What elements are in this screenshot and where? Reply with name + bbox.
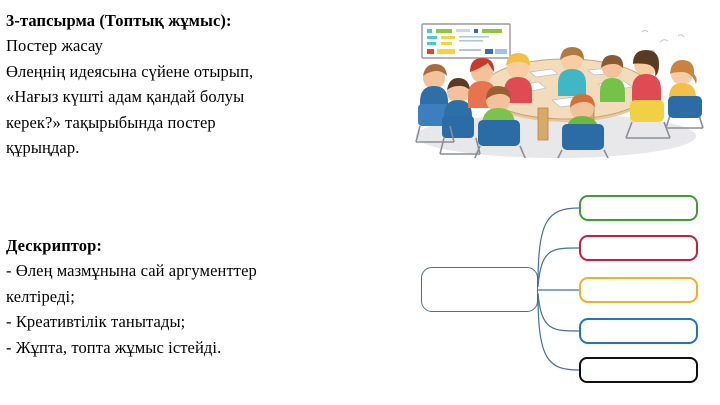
chair-backs	[668, 96, 702, 118]
task-line-4: керек?» тақырыбында постер	[6, 112, 216, 132]
task-line-3: «Нағыз күшті адам қандай болуы	[6, 87, 245, 107]
descriptor-line-1: - Өлең мазмұнына сай аргументтер	[6, 261, 257, 281]
child-back-center-1	[504, 53, 532, 103]
child-back-left-2	[442, 78, 474, 138]
descriptor-line-3: - Креативтілік танытады;	[6, 312, 186, 332]
mind-map-branch-red[interactable]	[579, 235, 698, 261]
chair-legs	[415, 111, 704, 158]
mind-map-branch-green[interactable]	[579, 195, 698, 221]
task-line-2: Өлеңнің идеясына сүйене отырып,	[6, 61, 254, 81]
descriptor-heading: Дескриптор:	[6, 236, 103, 255]
child-front-left	[478, 86, 520, 146]
whiteboard-icon	[421, 23, 511, 59]
child-back-center-3	[600, 55, 625, 102]
child-back-center-2	[558, 47, 586, 96]
mind-map	[415, 185, 715, 400]
mind-map-root-node[interactable]	[421, 267, 538, 312]
descriptor-text-block: Дескриптор: - Өлең мазмұнына сай аргумен…	[6, 233, 396, 360]
doodle-marks	[641, 30, 685, 53]
mind-map-branch-black[interactable]	[579, 357, 698, 383]
mind-map-connectors	[537, 207, 580, 371]
mind-map-branch-blue[interactable]	[579, 318, 698, 344]
descriptor-line-2: келтіреді;	[6, 286, 75, 306]
task-line-5: құрыңдар.	[6, 138, 80, 158]
child-back-right-1	[630, 50, 664, 122]
mind-map-branch-yellow[interactable]	[579, 277, 698, 303]
task-line-1: Постер жасау	[6, 36, 103, 56]
child-front-center	[562, 94, 604, 150]
task-text-block: 3-тапсырма (Топтық жұмыс): Постер жасау …	[6, 8, 386, 160]
task-heading: 3-тапсырма (Топтық жұмыс):	[6, 11, 232, 30]
descriptor-line-4: - Жұпта, топта жұмыс істейді.	[6, 337, 222, 357]
group-work-clipart	[406, 8, 720, 158]
